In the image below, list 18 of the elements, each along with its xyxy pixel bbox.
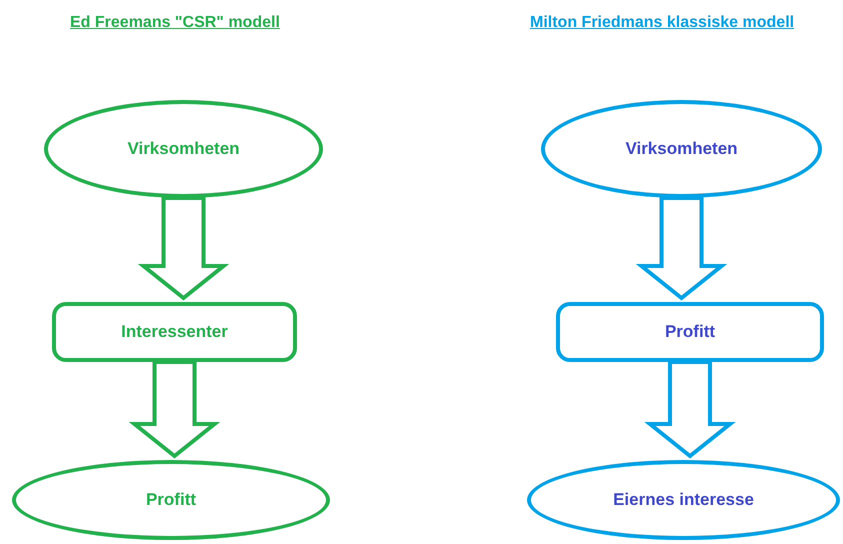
node-label: Eiernes interesse (613, 490, 754, 510)
block-arrow (644, 360, 736, 459)
ellipse-node (44, 100, 323, 198)
block-arrow (128, 360, 220, 459)
node-label: Profitt (146, 490, 196, 510)
block-arrow (636, 196, 728, 301)
column-heading: Milton Friedmans klassiske modell (530, 14, 794, 32)
ellipse-node (12, 460, 330, 540)
rounded-box (556, 302, 824, 362)
node-label: Virksomheten (127, 139, 240, 159)
column-heading: Ed Freemans "CSR" modell (70, 14, 280, 32)
rounded-box (52, 302, 297, 362)
ellipse-node (541, 100, 822, 198)
node-label: Virksomheten (625, 139, 738, 159)
block-arrow (138, 196, 230, 301)
node-label: Profitt (664, 322, 716, 342)
node-label: Interessenter (121, 322, 228, 342)
ellipse-node (527, 460, 840, 540)
